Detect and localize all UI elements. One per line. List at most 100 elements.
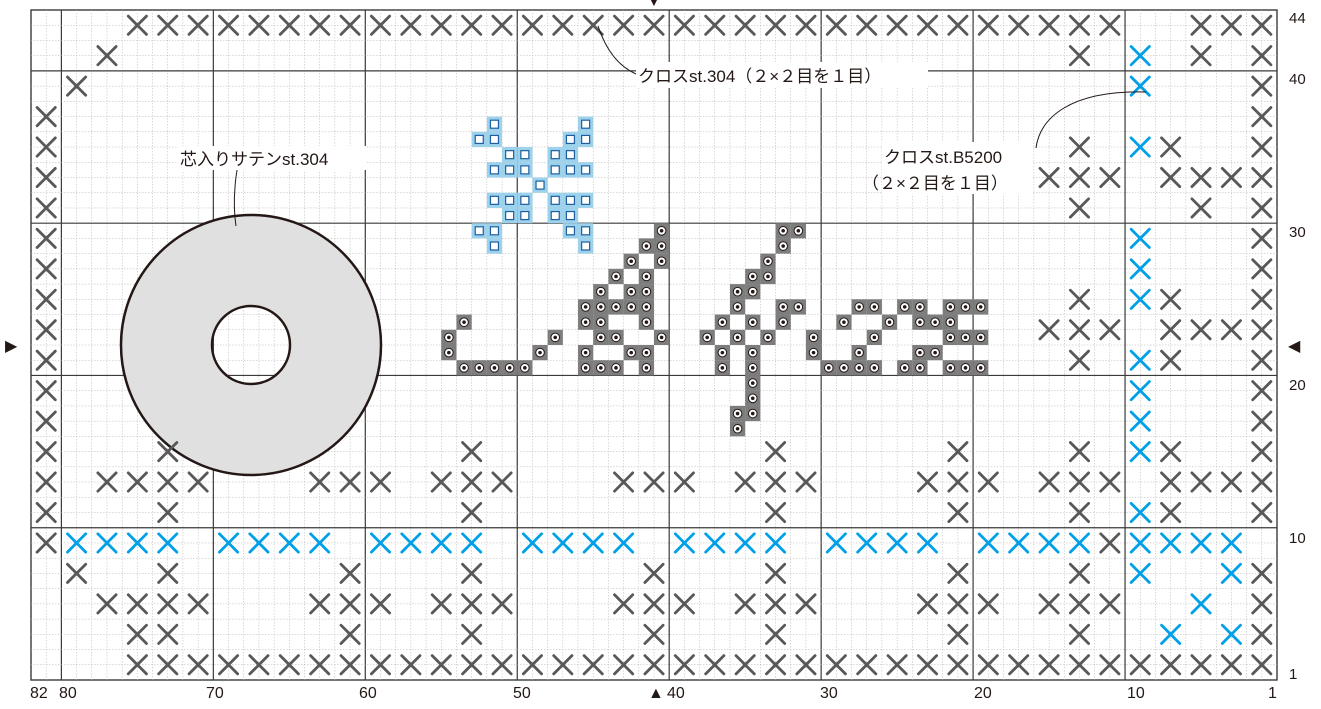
ring-stitch-dot [660,259,664,263]
ring-stitch-dot [477,366,481,370]
ring-stitch-dot [660,244,664,248]
square-stitch-icon [551,151,559,159]
square-stitch-icon [582,120,590,128]
square-stitch-icon [566,227,574,235]
square-stitch-icon [490,242,498,250]
ring-stitch-dot [462,320,466,324]
ring-stitch-dot [873,305,877,309]
square-stitch-icon [506,212,514,220]
ring-stitch-dot [721,351,725,355]
right-axis-label: 20 [1289,377,1306,394]
ring-stitch-dot [553,336,557,340]
ring-stitch-dot [523,366,527,370]
ring-stitch-dot [964,366,968,370]
right-axis-label: 44 [1289,10,1306,27]
ring-stitch-dot [705,336,709,340]
ring-stitch-dot [979,305,983,309]
ring-stitch-dot [599,290,603,294]
ring-stitch-dot [949,320,953,324]
square-stitch-icon [551,196,559,204]
ring-stitch-dot [736,305,740,309]
ring-stitch-dot [949,366,953,370]
ring-stitch-dot [797,229,801,233]
ring-stitch-dot [751,396,755,400]
ring-stitch-dot [827,366,831,370]
ring-stitch-dot [584,305,588,309]
ring-stitch-dot [751,320,755,324]
ring-stitch-dot [721,320,725,324]
ring-stitch-dot [447,351,451,355]
ring-stitch-dot [781,229,785,233]
center-marker-left: ▶ [5,338,18,355]
ring-stitch-dot [964,336,968,340]
ring-stitch-dot [918,305,922,309]
ring-stitch-dot [873,366,877,370]
right-axis-label: 1 [1289,666,1297,683]
ring-stitch-dot [614,275,618,279]
ring-stitch-dot [599,336,603,340]
square-stitch-icon [475,135,483,143]
square-stitch-icon [521,212,529,220]
square-stitch-icon [521,166,529,174]
ring-stitch-dot [918,320,922,324]
square-stitch-icon [551,166,559,174]
ring-stitch-dot [660,229,664,233]
ring-stitch-dot [645,305,649,309]
ring-stitch-dot [751,275,755,279]
ring-stitch-dot [736,412,740,416]
square-stitch-icon [566,135,574,143]
ring-stitch-dot [918,366,922,370]
bottom-axis-label: 1 [1268,685,1277,702]
square-stitch-icon [475,227,483,235]
ring-stitch-dot [629,351,633,355]
bottom-axis-label: 20 [974,685,992,702]
bottom-axis-label: 70 [206,685,224,702]
ring-stitch-dot [842,320,846,324]
ring-stitch-dot [584,320,588,324]
square-stitch-icon [582,196,590,204]
square-stitch-icon [506,151,514,159]
right-axis-label: 10 [1289,530,1306,547]
ring-stitch-dot [736,336,740,340]
ring-stitch-dot [751,381,755,385]
ring-stitch-dot [645,351,649,355]
center-marker-bottom: ▲ [648,685,664,702]
square-stitch-icon [521,151,529,159]
square-stitch-icon [566,212,574,220]
ring-stitch-dot [903,366,907,370]
ring-stitch-dot [447,336,451,340]
ring-stitch-dot [781,244,785,248]
cross-304-label: クロスst.304（２×２目を１目） [638,67,881,86]
ring-stitch-dot [645,320,649,324]
ring-stitch-dot [584,366,588,370]
ring-stitch-dot [614,305,618,309]
ring-stitch-dot [660,336,664,340]
bottom-axis-label: 60 [359,685,377,702]
square-stitch-icon [582,242,590,250]
square-stitch-icon [506,196,514,204]
center-marker-right: ◀ [1288,338,1301,355]
ring-stitch-dot [888,320,892,324]
right-axis-label: 40 [1289,71,1306,88]
square-stitch-icon [490,166,498,174]
ring-stitch-dot [933,351,937,355]
bottom-axis-label: 82 [30,685,48,702]
ring-stitch-dot [857,366,861,370]
ring-stitch-dot [462,366,466,370]
ring-stitch-dot [949,305,953,309]
center-marker-top: ▼ [648,0,660,9]
ring-stitch-dot [629,259,633,263]
ring-stitch-dot [645,244,649,248]
ring-stitch-dot [599,366,603,370]
ring-stitch-dot [614,336,618,340]
ring-stitch-dot [857,305,861,309]
square-stitch-icon [551,212,559,220]
ring-stitch-dot [781,320,785,324]
cross-b5200-label-line1: クロスst.B5200 [884,148,1002,167]
ring-stitch-dot [645,366,649,370]
square-stitch-icon [490,120,498,128]
ring-stitch-dot [903,305,907,309]
ring-stitch-dot [736,427,740,431]
